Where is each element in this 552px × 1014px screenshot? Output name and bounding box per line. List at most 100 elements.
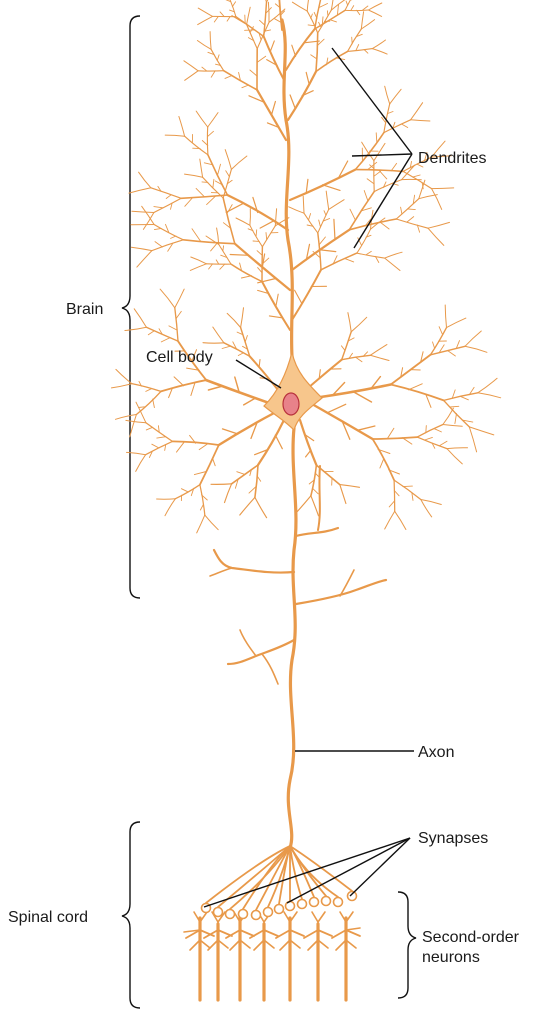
apical-dendrite xyxy=(348,49,373,52)
apical-dendrite xyxy=(190,264,206,271)
basal-dendrite xyxy=(469,427,476,452)
apical-dendrite xyxy=(307,0,309,11)
basal-dendrite xyxy=(447,318,466,328)
basal-dendrite xyxy=(426,426,427,433)
apical-dendrite xyxy=(321,250,336,252)
basal-dendrite xyxy=(340,485,346,504)
apical-dendrite xyxy=(401,207,402,214)
apical-dendrite xyxy=(232,2,235,7)
basal-dendrite xyxy=(296,496,311,513)
basal-dendrite xyxy=(465,346,487,352)
basal-dendrite xyxy=(152,444,159,448)
basal-dendrite xyxy=(300,420,316,465)
apical-dendrite xyxy=(376,133,377,142)
apical-dendrite xyxy=(286,29,315,70)
basal-dendrite xyxy=(275,435,282,449)
apical-dendrite xyxy=(428,222,450,228)
apical-dendrite xyxy=(323,185,340,191)
second-order-neuron-dendrite xyxy=(290,930,304,936)
apical-dendrite xyxy=(211,242,218,251)
apical-dendrite xyxy=(428,228,444,245)
basal-dendrite xyxy=(352,391,371,402)
basal-dendrite xyxy=(433,342,435,348)
apical-dendrite xyxy=(154,198,181,212)
basal-dendrite xyxy=(426,395,431,407)
basal-dendrite xyxy=(219,412,276,445)
apical-dendrite xyxy=(292,45,296,56)
apical-dendrite xyxy=(366,251,371,254)
apical-dendrite xyxy=(388,112,393,114)
basal-dendrite xyxy=(205,515,218,530)
synapse-circle xyxy=(322,897,331,906)
apical-dendrite xyxy=(349,219,396,230)
apical-dendrite xyxy=(250,70,257,76)
basal-dendrite xyxy=(358,426,375,430)
basal-dendrite xyxy=(222,346,230,348)
apical-dendrite xyxy=(260,20,265,25)
synapses-label: Synapses xyxy=(418,830,488,847)
apical-dendrite xyxy=(408,209,416,210)
apical-dendrite xyxy=(219,244,231,264)
apical-dendrite xyxy=(191,257,207,264)
apical-dendrite xyxy=(432,189,442,210)
basal-dendrite xyxy=(191,383,195,396)
basal-dendrite xyxy=(255,465,258,497)
basal-dendrite xyxy=(348,313,351,332)
basal-dendrite xyxy=(223,429,238,434)
basal-dendrite xyxy=(175,308,178,341)
apical-dendrite xyxy=(306,72,309,83)
apical-dendrite xyxy=(256,230,257,236)
apical-dendrite xyxy=(242,85,249,88)
apical-dendrite xyxy=(364,191,368,202)
nucleus xyxy=(283,393,299,415)
apical-dendrite xyxy=(226,171,230,177)
apical-dendrite xyxy=(402,124,408,127)
synapse-circle xyxy=(310,898,319,907)
basal-dendrite xyxy=(439,441,447,446)
apical-dendrite xyxy=(390,89,401,104)
basal-dendrite xyxy=(225,484,232,503)
dendrites-label: Dendrites xyxy=(418,150,486,167)
synapse-terminals xyxy=(202,892,357,920)
apical-dendrite xyxy=(372,40,385,49)
apical-dendrite xyxy=(230,255,248,256)
synapse-circle xyxy=(252,911,261,920)
basal-dendrite xyxy=(161,338,170,342)
apical-dendrite xyxy=(276,294,278,306)
basal-dendrite xyxy=(160,289,175,308)
apical-dendrite xyxy=(411,103,423,120)
basal-dendrite xyxy=(200,445,219,485)
second-order-neuron-dendrite xyxy=(346,930,360,936)
apical-dendrite xyxy=(352,37,353,44)
basal-dendrite xyxy=(134,309,146,327)
basal-dendrite xyxy=(240,497,255,515)
basal-dendrite xyxy=(227,313,240,327)
apical-dendrite xyxy=(223,246,224,251)
apical-dendrite xyxy=(413,175,420,177)
apical-dendrite xyxy=(198,8,212,16)
basal-dendrite xyxy=(447,449,462,464)
apical-dendrite xyxy=(385,258,400,270)
basal-dendrite xyxy=(380,460,384,468)
axon-collateral xyxy=(296,528,338,536)
basal-dendrite xyxy=(130,415,137,437)
apical-dendrite xyxy=(151,188,181,199)
apical-dendrite xyxy=(308,25,314,26)
cell-body-label: Cell body xyxy=(146,349,213,366)
axon-collateral xyxy=(262,654,278,684)
synapse-circle xyxy=(275,905,284,914)
apical-dendrite xyxy=(327,11,328,16)
apical-dendrite xyxy=(292,2,307,11)
apical-dendrite xyxy=(166,195,171,199)
basal-dendrite xyxy=(132,384,161,392)
apical-dendrite xyxy=(411,120,430,121)
basal-dendrite xyxy=(395,511,406,529)
basal-dendrite xyxy=(385,511,395,529)
apical-dendrite xyxy=(230,10,235,12)
basal-dendrite xyxy=(139,407,145,408)
basal-dendrite xyxy=(421,500,432,517)
apical-dendrite xyxy=(330,20,337,22)
apical-dendrite xyxy=(227,17,230,22)
apical-dendrite xyxy=(207,127,208,155)
apical-dendrite xyxy=(315,0,322,29)
